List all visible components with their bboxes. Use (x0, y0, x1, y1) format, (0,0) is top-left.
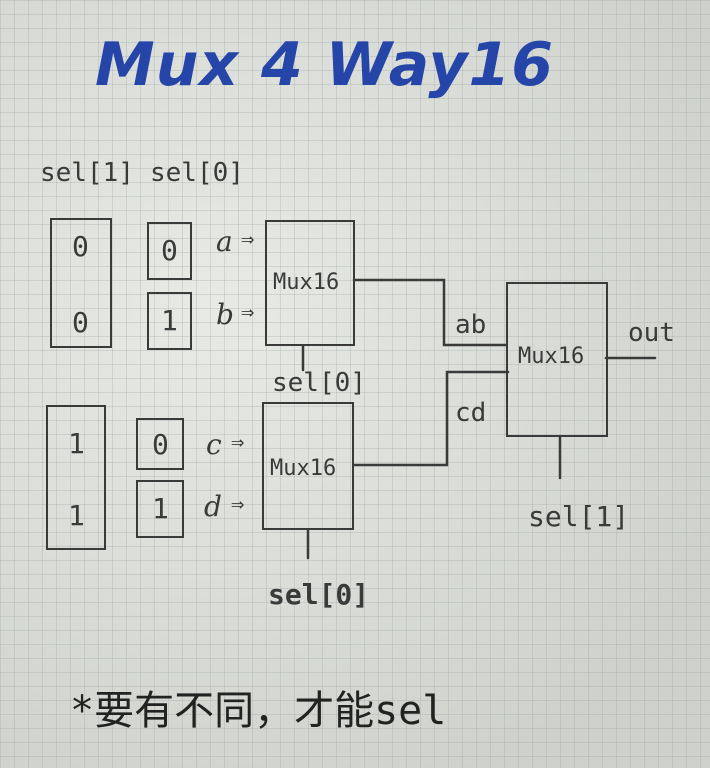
input-label-d: d (204, 490, 222, 523)
arrow-icon: ⇒ (241, 300, 255, 325)
input-label-c: c (206, 428, 222, 461)
sel0-bit: 0 (161, 234, 178, 267)
sel1-column-box-group2: 1 1 (46, 405, 106, 550)
sel1-column-box-group1: 0 0 (50, 218, 112, 348)
sel1-bit: 0 (72, 230, 89, 263)
input-label-b: b (216, 298, 234, 331)
wire-ab (352, 278, 508, 347)
wire-label-out: out (628, 318, 675, 348)
sel0-cell: 1 (136, 480, 184, 538)
wire-label-cd: cd (455, 398, 487, 428)
mux-final-sel: sel[1] (528, 500, 630, 533)
header-sel0: sel[0] (150, 158, 244, 188)
arrow-icon: ⇒ (231, 430, 245, 455)
mux-bottom-sel: sel[0] (268, 578, 370, 611)
sel0-cell: 0 (136, 418, 184, 470)
mux16-top: Mux16 (265, 220, 355, 346)
arrow-icon: ⇒ (241, 227, 255, 252)
sel1-bit: 0 (72, 306, 89, 339)
diagram-title: Mux 4 Way16 (95, 30, 555, 100)
mux-label: Mux16 (270, 456, 337, 481)
wire-label-ab: ab (455, 310, 487, 340)
sel0-bit: 1 (161, 304, 178, 337)
header-sel1: sel[1] (40, 158, 134, 188)
sel1-bit: 1 (68, 427, 85, 460)
sel0-cell: 0 (147, 222, 192, 280)
wire-cd (352, 370, 510, 467)
sel0-bit: 0 (152, 428, 169, 461)
mux-top-sel: sel[0] (272, 368, 366, 398)
handwritten-note: *要有不同，才能sel (70, 688, 447, 734)
mux-label: Mux16 (273, 270, 340, 295)
mux16-final: Mux16 (506, 282, 608, 437)
arrow-icon: ⇒ (231, 492, 245, 517)
mux16-bottom: Mux16 (262, 402, 354, 530)
input-label-a: a (216, 225, 233, 258)
sel0-bit: 1 (152, 492, 169, 525)
sel0-cell: 1 (147, 292, 192, 350)
sel1-bit: 1 (68, 499, 85, 532)
mux-label: Mux16 (518, 344, 585, 369)
